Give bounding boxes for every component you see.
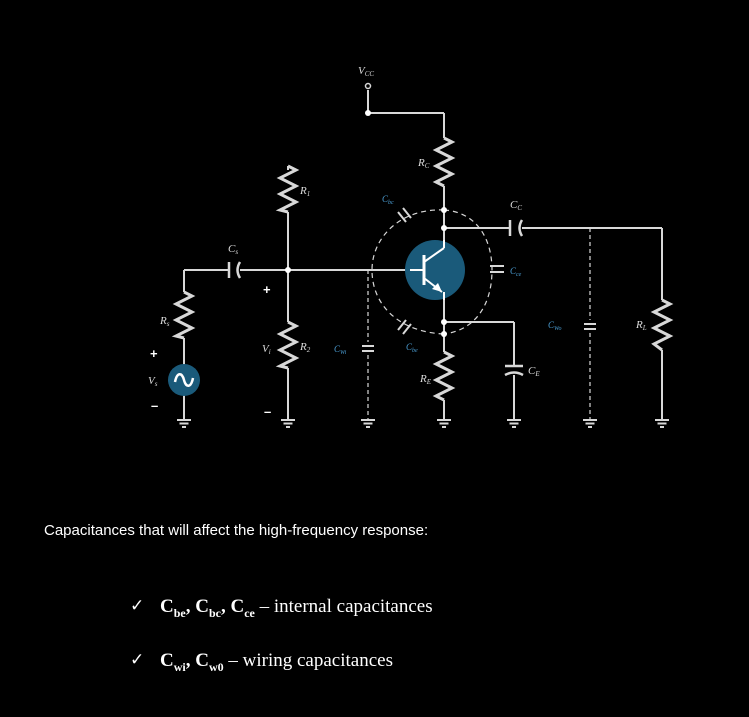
input-plus-sign: + (263, 282, 271, 297)
amplifier-circuit-diagram: VCC RC R1 R2 RE Rs RL Cs CC CE Vs Vi Cbc… (148, 65, 674, 428)
internal-capacitor-cbc (397, 207, 412, 223)
label-rc: RC (417, 157, 430, 170)
label-cc: CC (510, 199, 522, 212)
label-rs: Rs (159, 315, 170, 328)
transistor (405, 240, 465, 300)
internal-capacitor-cce (490, 265, 504, 273)
capacitor-cs (227, 261, 242, 279)
label-cs: Cs (228, 243, 238, 256)
vcc-terminal (364, 82, 372, 90)
source-plus-sign: + (150, 346, 158, 361)
bullet-item: ✓ Cbe, Cbc, Cce – internal capacitances (130, 596, 433, 650)
resistor-rc (432, 136, 456, 188)
label-r1: R1 (299, 185, 310, 198)
circuit-nodes (285, 110, 447, 337)
label-cbe: Cbe (406, 342, 418, 354)
label-ce: CE (528, 365, 540, 378)
label-cbc: Cbc (382, 194, 394, 206)
resistor-rl (650, 298, 674, 352)
label-cce: Cce (510, 266, 522, 278)
ac-source (168, 364, 200, 396)
label-vi: Vi (262, 343, 271, 356)
wiring-capacitor-cwo (584, 228, 596, 420)
internal-capacitor-cbe (397, 319, 412, 335)
wiring-capacitor-cwi (362, 270, 374, 420)
capacitor-ce (504, 364, 524, 377)
checkmark-icon: ✓ (130, 596, 145, 616)
label-r2: R2 (299, 341, 311, 354)
ground-symbols (176, 419, 670, 428)
resistor-r2 (275, 320, 300, 370)
resistor-re (432, 350, 456, 402)
source-minus-sign: – (151, 398, 158, 413)
label-vs: Vs (148, 375, 158, 388)
bullet-item: ✓ Cwi, Cw0 – wiring capacitances (130, 650, 433, 704)
label-cwo: CWo (548, 320, 561, 332)
slide-caption: Capacitances that will affect the high-f… (44, 522, 429, 539)
capacitor-cc (508, 219, 524, 237)
resistor-rs (171, 290, 196, 340)
resistor-r1 (275, 164, 300, 214)
bullet-text: Cwi, Cw0 – wiring capacitances (160, 650, 393, 674)
input-minus-sign: – (264, 404, 271, 419)
bullet-text: Cbe, Cbc, Cce – internal capacitances (160, 596, 433, 620)
label-cwi: CWi (334, 344, 347, 356)
bullet-list: ✓ Cbe, Cbc, Cce – internal capacitances ✓ C… (130, 596, 433, 704)
checkmark-icon: ✓ (130, 650, 145, 670)
label-vcc: VCC (358, 65, 374, 78)
label-re: RE (419, 373, 432, 386)
label-rl: RL (635, 319, 647, 332)
